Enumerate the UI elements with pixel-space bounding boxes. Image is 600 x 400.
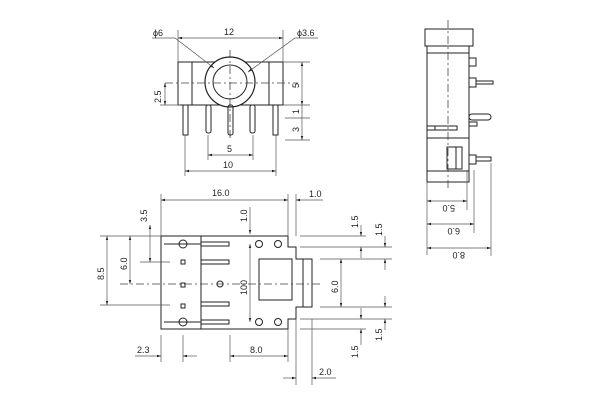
dim-left-mid: 6.0: [119, 257, 129, 270]
dim-center-height: 2.5: [153, 90, 163, 103]
dim-side-a: 5.0: [442, 203, 455, 213]
dim-inner-pitch: 5: [227, 144, 232, 154]
dim-step: 1.0: [309, 189, 322, 199]
side-cap: [424, 28, 474, 47]
dim-left-total: 8.5: [96, 267, 106, 280]
contacts: [200, 241, 230, 325]
bottom-outline: [201, 235, 304, 330]
dim-side-c: 8.0: [452, 250, 465, 260]
pins: [182, 104, 279, 136]
slot: [258, 258, 293, 301]
bottom-body: [160, 235, 202, 330]
dim-right-bot-a: 1.5: [350, 345, 360, 358]
dim-pin-length: 3: [291, 127, 301, 132]
dim-width: 12: [224, 27, 234, 37]
dim-pin-gap: 1: [291, 109, 301, 114]
top-view: 12 ϕ6 ϕ3.6 5 1 3 2.5 5 10: [152, 27, 318, 176]
dim-height: 5: [291, 83, 301, 88]
dim-pin-offset: 2.3: [137, 345, 150, 355]
dim-right-top-b: 1.5: [374, 223, 384, 236]
dim-outer-diameter: ϕ6: [153, 28, 163, 38]
dim-outer-pitch: 10: [223, 160, 233, 170]
dim-tab: 2.0: [319, 367, 332, 377]
dim-hole-offset: 1.0: [239, 209, 249, 222]
dim-right-top-a: 1.5: [350, 215, 360, 228]
dim-length: 16.0: [212, 188, 230, 198]
dim-left-top: 3.5: [139, 209, 149, 222]
dim-right-bot-b: 1.5: [374, 328, 384, 341]
dim-right-mid: 6.0: [330, 280, 340, 293]
dim-hole-span: 8.0: [250, 345, 263, 355]
dim-side-b: 6.0: [447, 226, 460, 236]
dim-inner-diameter: ϕ3.6: [297, 28, 315, 38]
side-view: 5.0 6.0 8.0: [424, 20, 494, 260]
bottom-view: 16.0 1.0 1.0 100 8.5 6.0 3.5 2.3 8.0 2.0…: [96, 188, 392, 385]
dim-slot-height: 100: [239, 280, 249, 295]
side-body: [426, 45, 470, 183]
